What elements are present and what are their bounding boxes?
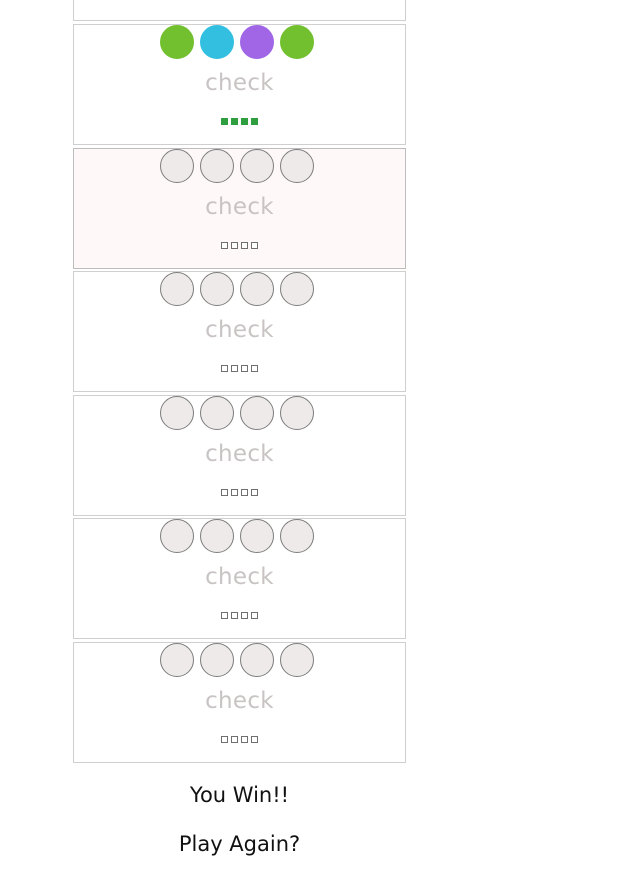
peg-slot-empty[interactable] <box>200 642 234 677</box>
peg-slot-empty[interactable] <box>200 395 234 430</box>
feedback-empty-marker <box>231 365 238 372</box>
peg-slot-empty[interactable] <box>240 148 274 183</box>
feedback-empty-marker <box>241 488 248 496</box>
feedback-pegs <box>74 612 405 619</box>
guess-row <box>73 0 406 21</box>
feedback-empty-marker <box>231 735 238 743</box>
peg-filled[interactable] <box>160 25 194 59</box>
peg-slot-empty[interactable] <box>160 148 194 183</box>
feedback-pegs <box>74 241 405 249</box>
peg-slot-empty[interactable] <box>280 272 314 306</box>
peg-slot-empty[interactable] <box>200 148 234 183</box>
peg-slots <box>160 272 314 308</box>
feedback-empty-marker <box>251 241 258 249</box>
check-button[interactable]: check <box>205 317 274 343</box>
peg-slot-empty[interactable] <box>200 272 234 306</box>
peg-slots <box>160 519 314 555</box>
feedback-hit-marker <box>251 118 258 125</box>
peg-slot-empty[interactable] <box>280 148 314 183</box>
guess-row-active: check <box>73 147 406 269</box>
feedback-empty-marker <box>221 365 228 372</box>
peg-slot-empty[interactable] <box>200 519 234 553</box>
peg-slots <box>160 395 314 432</box>
feedback-hit-marker <box>241 118 248 125</box>
guess-row: check <box>73 394 406 516</box>
feedback-empty-marker <box>231 612 238 619</box>
play-again-link[interactable]: Play Again? <box>178 832 301 856</box>
feedback-empty-marker <box>251 735 258 743</box>
feedback-pegs <box>74 735 405 743</box>
feedback-pegs <box>74 365 405 372</box>
peg-slot-empty[interactable] <box>160 519 194 553</box>
feedback-empty-marker <box>251 612 258 619</box>
feedback-pegs <box>74 488 405 496</box>
guess-row: check <box>73 24 406 145</box>
feedback-empty-marker <box>251 365 258 372</box>
peg-slot-empty[interactable] <box>280 642 314 677</box>
feedback-empty-marker <box>221 735 228 743</box>
feedback-empty-marker <box>221 488 228 496</box>
peg-slot-empty[interactable] <box>240 519 274 553</box>
check-button[interactable]: check <box>205 440 274 467</box>
peg-slot-empty[interactable] <box>280 519 314 553</box>
peg-filled[interactable] <box>240 25 274 59</box>
check-button[interactable]: check <box>205 193 274 220</box>
peg-slot-empty[interactable] <box>160 642 194 677</box>
win-message: You Win!! <box>189 783 290 807</box>
peg-slots <box>160 25 314 61</box>
feedback-hit-marker <box>221 118 228 125</box>
feedback-empty-marker <box>231 241 238 249</box>
feedback-empty-marker <box>241 365 248 372</box>
game-board: check check check check check check <box>73 0 406 765</box>
peg-filled[interactable] <box>200 25 234 59</box>
check-button[interactable]: check <box>205 687 274 714</box>
peg-slot-empty[interactable] <box>160 272 194 306</box>
feedback-empty-marker <box>241 735 248 743</box>
peg-slot-empty[interactable] <box>240 395 274 430</box>
guess-row: check <box>73 271 406 392</box>
peg-slot-empty[interactable] <box>240 272 274 306</box>
peg-slot-empty[interactable] <box>160 395 194 430</box>
peg-slot-empty[interactable] <box>240 642 274 677</box>
feedback-pegs <box>74 118 405 125</box>
peg-slot-empty[interactable] <box>280 395 314 430</box>
peg-slots <box>160 642 314 679</box>
feedback-hit-marker <box>231 118 238 125</box>
guess-row: check <box>73 641 406 763</box>
feedback-empty-marker <box>221 241 228 249</box>
feedback-empty-marker <box>241 241 248 249</box>
guess-row: check <box>73 518 406 639</box>
check-button[interactable]: check <box>205 70 274 96</box>
feedback-empty-marker <box>241 612 248 619</box>
check-button[interactable]: check <box>205 564 274 590</box>
feedback-empty-marker <box>251 488 258 496</box>
feedback-empty-marker <box>221 612 228 619</box>
feedback-empty-marker <box>231 488 238 496</box>
peg-filled[interactable] <box>280 25 314 59</box>
peg-slots <box>160 148 314 185</box>
